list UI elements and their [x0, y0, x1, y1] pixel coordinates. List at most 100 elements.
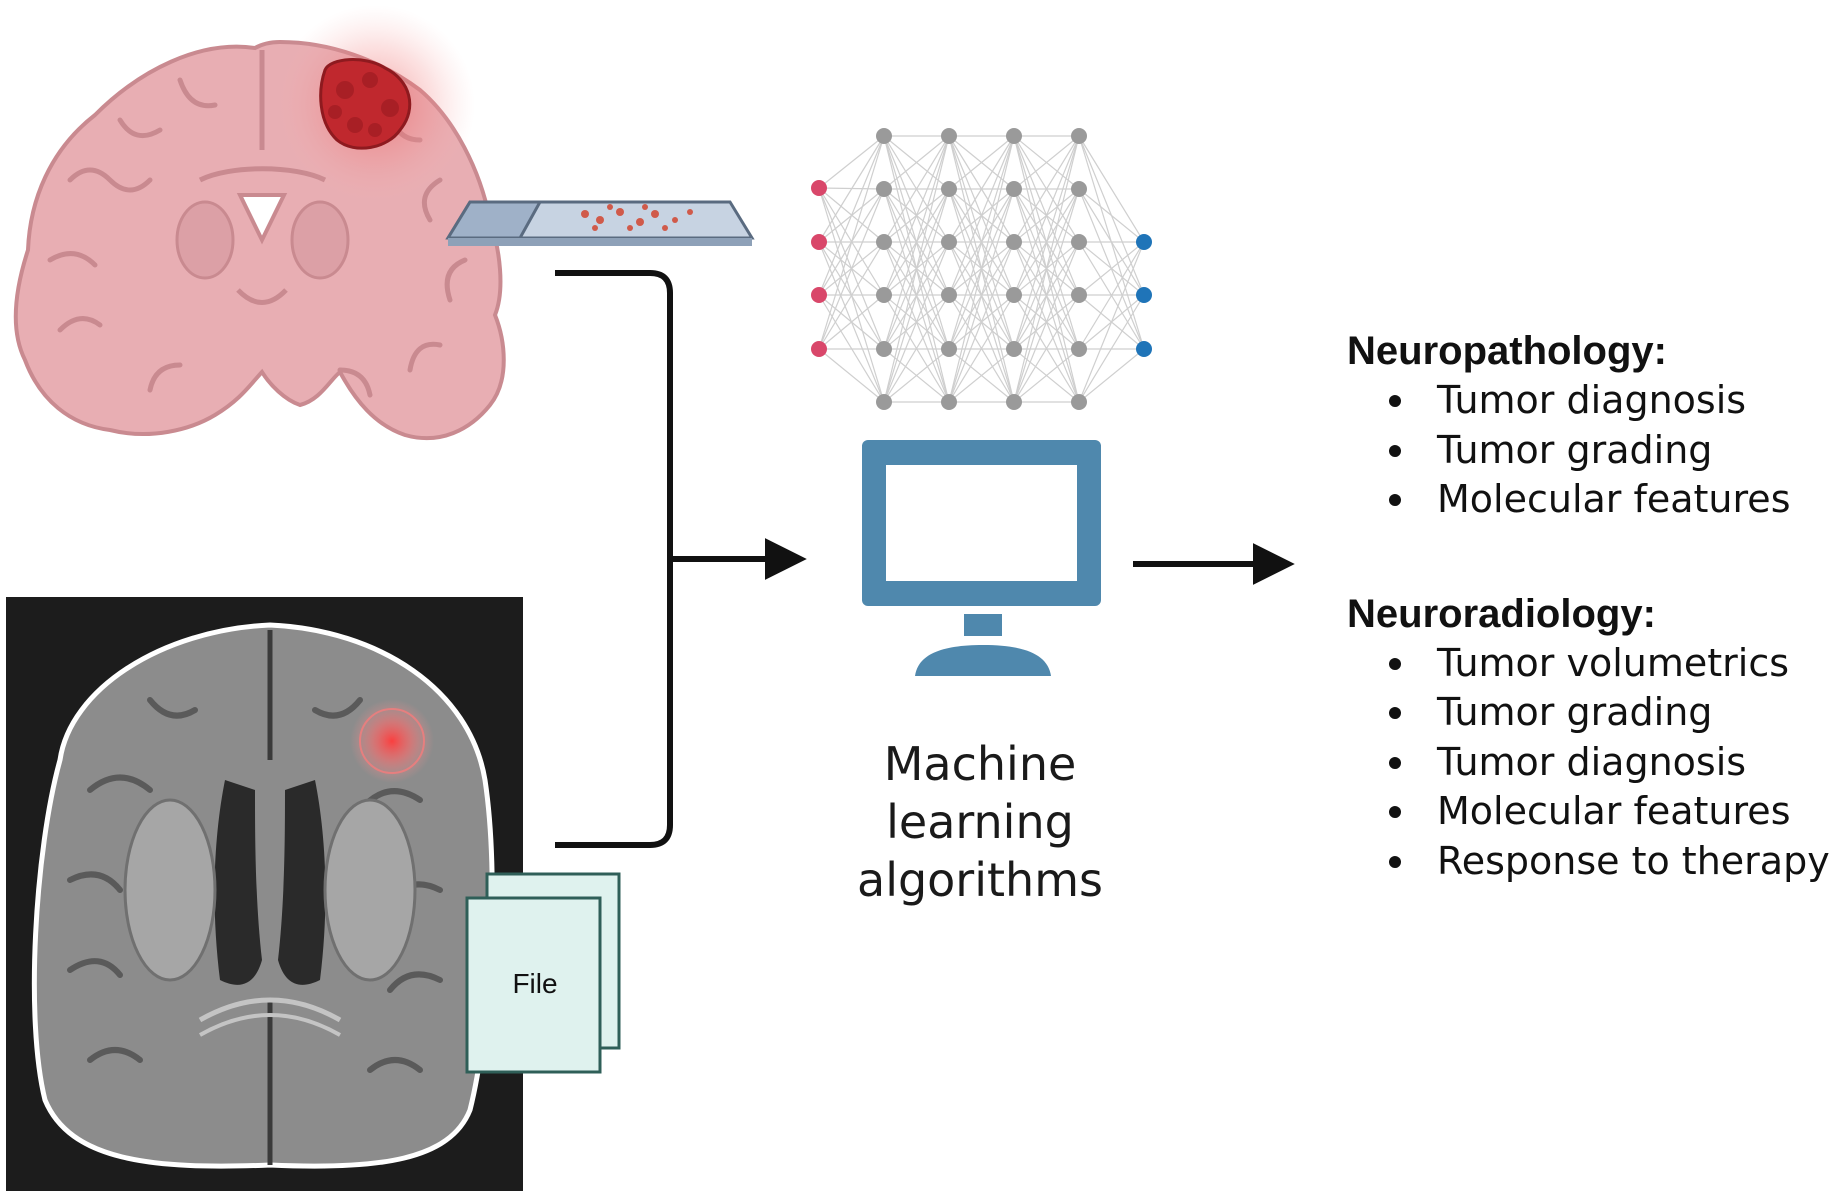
tissue-slide — [445, 200, 755, 246]
file-label: File — [512, 968, 558, 999]
hidden-node — [1006, 181, 1022, 197]
network-edge — [948, 135, 1015, 403]
network-edge — [1013, 294, 1080, 403]
neuropathology-item: Tumor diagnosis — [1347, 376, 1827, 426]
hidden-node — [941, 394, 957, 410]
network-edge — [883, 348, 950, 403]
machine-learning-label-line2: learning — [886, 795, 1074, 849]
network-edge — [948, 348, 1015, 403]
neural-network-edges — [818, 135, 1145, 403]
hidden-node — [1006, 394, 1022, 410]
network-edge — [818, 135, 885, 243]
network-edge — [1013, 241, 1080, 403]
hidden-node — [1006, 234, 1022, 250]
neuroradiology-item: Tumor diagnosis — [1347, 738, 1827, 788]
file-icon — [465, 872, 621, 1074]
network-edge — [1078, 241, 1145, 350]
network-edge — [1013, 188, 1080, 403]
neuropathology-items: Tumor diagnosis Tumor grading Molecular … — [1347, 376, 1827, 525]
network-edge — [883, 135, 950, 403]
network-edge — [883, 135, 950, 190]
hidden-node — [1071, 287, 1087, 303]
network-edge — [948, 241, 1015, 403]
neuropathology-item: Molecular features — [1347, 475, 1827, 525]
network-edge — [818, 188, 885, 350]
hidden-node — [1071, 181, 1087, 197]
network-edge — [948, 188, 1015, 403]
hidden-node — [1071, 394, 1087, 410]
network-edge — [948, 135, 1015, 243]
network-edge — [1078, 135, 1145, 243]
hidden-node — [1071, 341, 1087, 357]
network-edge — [948, 135, 1015, 350]
hidden-node — [1006, 287, 1022, 303]
neural-network-nodes — [811, 128, 1152, 410]
neuroradiology-title: Neuroradiology: — [1347, 591, 1656, 636]
input-node — [811, 287, 827, 303]
network-edge — [883, 135, 950, 243]
network-edge — [1013, 135, 1080, 190]
network-edge — [818, 135, 885, 296]
input-node — [811, 180, 827, 196]
network-edge — [948, 135, 1015, 296]
network-edge — [1078, 241, 1145, 296]
output-node — [1136, 287, 1152, 303]
network-edge — [1078, 348, 1145, 403]
network-edge — [1078, 294, 1145, 403]
applications-list: Neuropathology: Tumor diagnosis Tumor gr… — [1347, 326, 1830, 887]
hidden-node — [876, 181, 892, 197]
network-edge — [1013, 135, 1080, 296]
hidden-node — [876, 234, 892, 250]
hidden-node — [876, 341, 892, 357]
network-edge — [818, 348, 885, 403]
machine-learning-label: Machine learning algorithms — [800, 735, 1160, 909]
output-node — [1136, 341, 1152, 357]
hidden-node — [1071, 234, 1087, 250]
network-edge — [883, 135, 950, 350]
hidden-node — [1006, 341, 1022, 357]
neuroradiology-item: Response to therapy — [1347, 837, 1830, 887]
neuroradiology-item: Molecular features — [1347, 787, 1827, 837]
network-edge — [818, 135, 885, 350]
hidden-node — [941, 128, 957, 144]
hidden-node — [876, 394, 892, 410]
hidden-node — [876, 287, 892, 303]
neuropathology-item: Tumor grading — [1347, 426, 1827, 476]
hidden-node — [941, 341, 957, 357]
network-edge — [1013, 135, 1080, 350]
neuroradiology-item: Tumor grading — [1347, 688, 1827, 738]
hidden-node — [1071, 128, 1087, 144]
merge-bracket — [555, 270, 673, 848]
network-edge — [1013, 135, 1080, 403]
hidden-node — [1006, 128, 1022, 144]
hidden-node — [941, 234, 957, 250]
network-edge — [948, 135, 1015, 190]
network-edge — [883, 294, 950, 403]
network-edge — [883, 241, 950, 403]
network-edge — [818, 294, 885, 350]
neuroradiology-items: Tumor volumetrics Tumor grading Tumor di… — [1347, 639, 1830, 887]
mri-scan-illustration — [6, 597, 523, 1191]
machine-learning-label-line1: Machine — [883, 737, 1077, 791]
machine-learning-label-line3: algorithms — [857, 853, 1103, 907]
network-edge — [883, 135, 950, 296]
neuroradiology-item: Tumor volumetrics — [1347, 639, 1827, 689]
network-edge — [1078, 241, 1145, 403]
network-edge — [818, 241, 885, 350]
network-edge — [948, 294, 1015, 403]
coronal-brain-illustration — [13, 5, 506, 441]
input-node — [811, 341, 827, 357]
network-edge — [818, 135, 885, 189]
neuropathology-title: Neuropathology: — [1347, 329, 1667, 373]
network-edge — [1013, 348, 1080, 403]
input-node — [811, 234, 827, 250]
output-node — [1136, 234, 1152, 250]
network-edge — [1078, 188, 1145, 243]
network-edge — [883, 188, 950, 403]
network-edge — [1013, 135, 1080, 243]
hidden-node — [876, 128, 892, 144]
computer-icon — [862, 440, 1101, 676]
hidden-node — [941, 181, 957, 197]
